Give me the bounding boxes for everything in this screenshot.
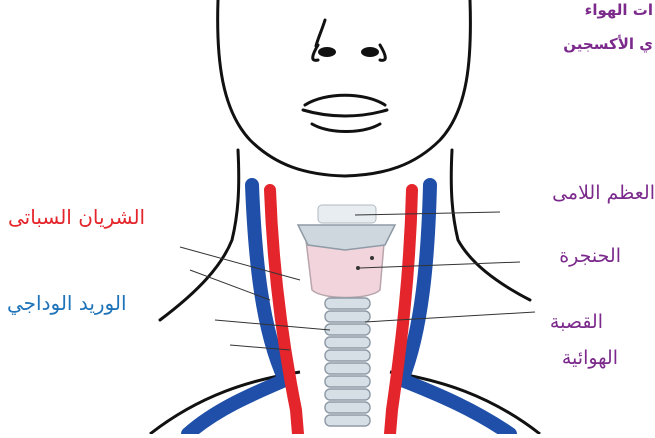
label-carotid-artery: الشريان السباتى	[8, 206, 145, 228]
trachea-rings	[325, 298, 370, 426]
label-trachea-line2: الهوائية	[562, 348, 618, 369]
label-trachea-line1: القصبة	[550, 312, 603, 333]
top-note-line2: ي الأكسجين	[563, 36, 653, 53]
nostrils	[318, 47, 379, 57]
label-jugular-vein: الوريد الوداجي	[7, 292, 127, 314]
label-hyoid-bone: العظم اللامى	[552, 183, 655, 204]
label-larynx: الحنجرة	[559, 246, 621, 267]
larynx-shape	[298, 205, 395, 298]
top-note-line1: ات الهواء	[585, 2, 653, 19]
